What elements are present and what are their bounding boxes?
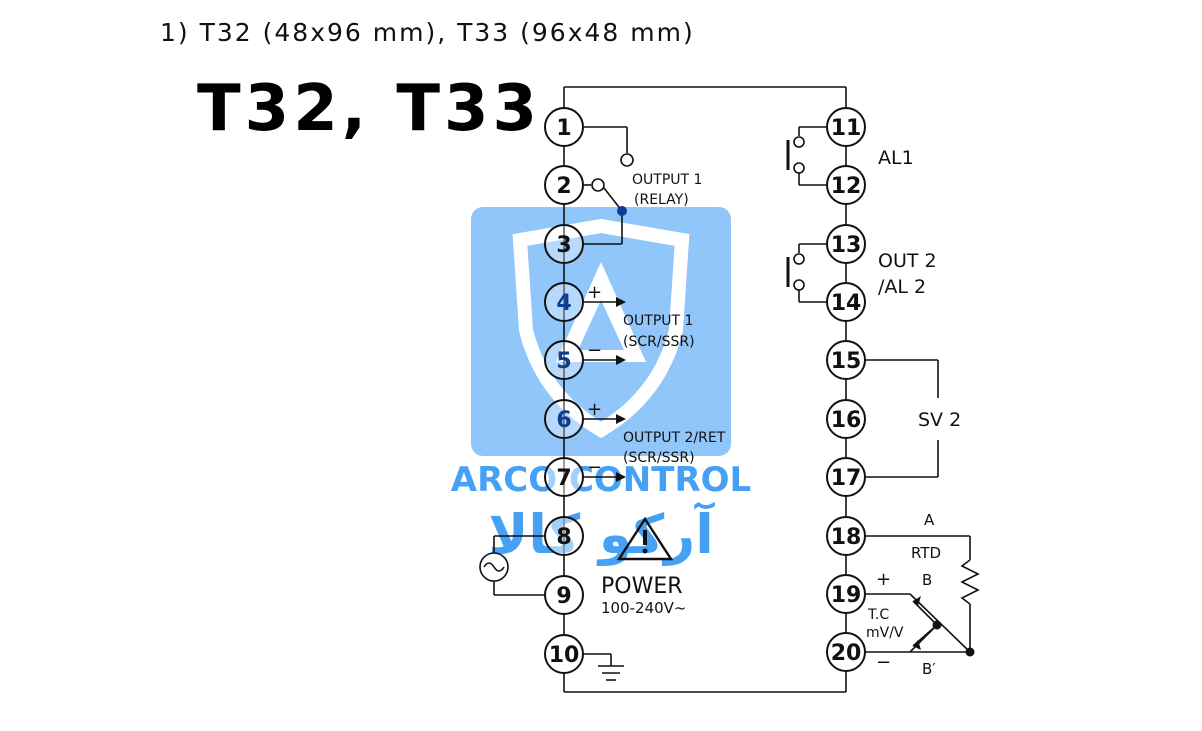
output2-label: OUTPUT 2/RET xyxy=(623,430,726,446)
out2-label: OUT 2 xyxy=(878,250,937,272)
terminal-3-label: 3 xyxy=(556,233,571,258)
terminal-8-label: 8 xyxy=(556,525,571,550)
terminal-10-label: 10 xyxy=(549,643,580,668)
terminal-5-label: 5 xyxy=(556,349,571,374)
al2-label: /AL 2 xyxy=(878,276,926,298)
terminal-6-label: 6 xyxy=(556,408,571,433)
b-label: B xyxy=(922,571,932,589)
terminal-4-label: 4 xyxy=(556,291,571,316)
minus-label-5: − xyxy=(587,340,602,361)
terminal-12-label: 12 xyxy=(831,174,862,199)
terminal-7: 7 xyxy=(544,457,584,497)
mvv-label: mV/V xyxy=(866,625,904,641)
terminal-13: 13 xyxy=(826,224,866,264)
terminal-16-label: 16 xyxy=(831,408,862,433)
watermark-triangle-inner xyxy=(578,300,624,350)
watermark-shield-icon xyxy=(512,218,690,439)
output1-relay-label: OUTPUT 1 xyxy=(632,172,702,188)
terminal-11: 11 xyxy=(826,107,866,147)
voltage-label: 100-240V~ xyxy=(601,599,687,617)
terminal-20-label: 20 xyxy=(831,641,862,666)
terminal-17-label: 17 xyxy=(831,466,862,491)
b-prime-label: B′ xyxy=(922,660,936,678)
terminal-12: 12 xyxy=(826,165,866,205)
watermark-persian-text: آرکو کالا xyxy=(488,501,715,566)
plus-label-4: + xyxy=(587,282,602,303)
terminal-20: 20 xyxy=(826,632,866,672)
terminal-6: 6 xyxy=(544,399,584,439)
terminal-14: 14 xyxy=(826,282,866,322)
sv2-label: SV 2 xyxy=(918,409,961,431)
right-terminals: 11 12 13 14 15 16 17 18 19 20 xyxy=(826,107,866,672)
terminal-9-label: 9 xyxy=(556,584,571,609)
terminal-10: 10 xyxy=(544,634,584,674)
terminal-4: 4 xyxy=(544,282,584,322)
diagram-labels: OUTPUT 1 (RELAY) + OUTPUT 1 (SCR/SSR) − … xyxy=(587,147,961,678)
plus-label-6: + xyxy=(587,399,602,420)
terminal-2: 2 xyxy=(544,165,584,205)
page-heading: 1) T32 (48x96 mm), T33 (96x48 mm) xyxy=(160,18,695,47)
terminal-18: 18 xyxy=(826,516,866,556)
tc-plus-label: + xyxy=(876,569,891,590)
terminal-17: 17 xyxy=(826,457,866,497)
al1-label: AL1 xyxy=(878,147,914,169)
output2-sub: (SCR/SSR) xyxy=(623,450,695,466)
model-title: T32, T33 xyxy=(197,72,542,146)
minus-label-7: − xyxy=(587,457,602,478)
rtd-label: RTD xyxy=(911,544,941,562)
terminal-9: 9 xyxy=(544,575,584,615)
terminal-13-label: 13 xyxy=(831,233,862,258)
left-terminals: 1 2 3 4 5 6 7 8 9 10 xyxy=(544,107,584,674)
terminal-2-label: 2 xyxy=(556,174,571,199)
terminal-15: 15 xyxy=(826,340,866,380)
terminal-11-label: 11 xyxy=(831,116,862,141)
terminal-19-label: 19 xyxy=(831,583,862,608)
terminal-7-label: 7 xyxy=(556,466,571,491)
power-label: POWER xyxy=(601,574,683,599)
output1-ssr-sub: (SCR/SSR) xyxy=(623,334,695,350)
terminal-5: 5 xyxy=(544,340,584,380)
a-label: A xyxy=(924,511,935,529)
watermark-logo: ARCO CONTROL آرکو کالا xyxy=(451,207,751,566)
tc-label: T.C xyxy=(867,607,889,623)
terminal-8: 8 xyxy=(544,516,584,556)
terminal-19: 19 xyxy=(826,574,866,614)
terminal-15-label: 15 xyxy=(831,349,862,374)
terminal-1: 1 xyxy=(544,107,584,147)
terminal-1-label: 1 xyxy=(556,116,571,141)
output1-ssr-label: OUTPUT 1 xyxy=(623,313,693,329)
terminal-16: 16 xyxy=(826,399,866,439)
terminal-14-label: 14 xyxy=(831,291,862,316)
wiring-markers xyxy=(616,206,975,657)
terminal-3: 3 xyxy=(544,224,584,264)
terminal-18-label: 18 xyxy=(831,525,862,550)
output1-relay-sub: (RELAY) xyxy=(634,192,689,208)
watermark-latin-text: ARCO CONTROL xyxy=(451,460,751,500)
wiring-lines xyxy=(479,126,980,681)
tc-minus-label: − xyxy=(876,652,891,673)
